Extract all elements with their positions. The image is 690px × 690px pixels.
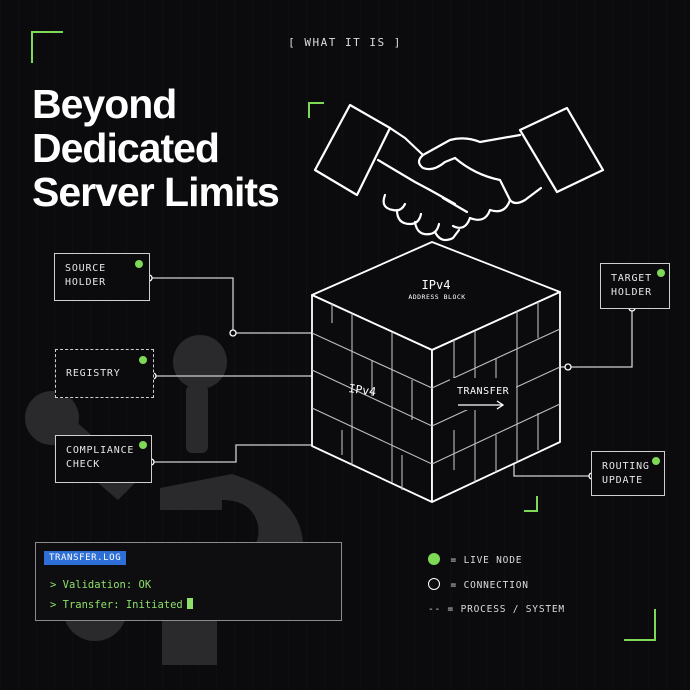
cube-left-label: IPv4 xyxy=(348,381,377,399)
cube-transfer-label-group: TRANSFER xyxy=(450,378,516,410)
live-node-indicator xyxy=(139,441,147,449)
log-line-validation: > Validation: OK xyxy=(50,579,151,591)
node-target-holder-label: TARGET HOLDER xyxy=(611,273,652,298)
cube-top-label: IPv4 xyxy=(422,278,451,292)
legend-live-node: = LIVE NODE xyxy=(428,553,522,566)
transfer-log-panel: TRANSFER.LOG > Validation: OK > Transfer… xyxy=(35,542,342,621)
connector-source-holder xyxy=(149,277,312,334)
connection-point-source-cube xyxy=(229,329,237,337)
node-routing-update-label: ROUTING UPDATE xyxy=(602,461,650,486)
node-target-holder: TARGET HOLDER xyxy=(600,263,670,309)
log-line-transfer-text: > Transfer: Initiated xyxy=(50,599,183,611)
title-line-3: Server Limits xyxy=(32,169,280,215)
legend-process: -- = PROCESS / SYSTEM xyxy=(428,604,565,615)
node-registry-label: REGISTRY xyxy=(66,368,121,379)
cube-top-sublabel: ADDRESS BLOCK xyxy=(408,293,465,301)
live-node-indicator xyxy=(657,269,665,277)
title-line-2: Dedicated xyxy=(32,125,220,171)
title-line-1: Beyond xyxy=(32,81,177,127)
corner-bracket-handshake xyxy=(308,102,324,118)
arrow-right-icon xyxy=(458,400,505,410)
node-routing-update: ROUTING UPDATE xyxy=(591,451,665,496)
log-line-validation-text: > Validation: OK xyxy=(50,579,152,591)
legend-live-node-label: = LIVE NODE xyxy=(450,555,523,566)
corner-bracket-bottom-right xyxy=(624,609,656,641)
page-title: Beyond Dedicated Server Limits xyxy=(32,82,352,214)
live-node-indicator xyxy=(139,356,147,364)
connection-point-target-cube xyxy=(564,363,572,371)
transfer-log-tag: TRANSFER.LOG xyxy=(44,551,127,565)
node-compliance-check: COMPLIANCE CHECK xyxy=(55,435,152,483)
corner-bracket-cube xyxy=(524,496,538,512)
legend-connection-label: = CONNECTION xyxy=(450,580,529,591)
live-node-indicator xyxy=(135,260,143,268)
node-compliance-check-label: COMPLIANCE CHECK xyxy=(66,445,135,470)
cube-right-label: TRANSFER xyxy=(457,386,510,397)
live-node-legend-icon xyxy=(428,553,440,565)
live-node-indicator xyxy=(652,457,660,465)
log-line-transfer: > Transfer: Initiated xyxy=(50,598,193,611)
legend-process-label: -- = PROCESS / SYSTEM xyxy=(428,604,565,615)
connector-compliance xyxy=(151,444,312,463)
handshake-icon xyxy=(313,103,605,242)
corner-bracket-top-left xyxy=(31,31,63,63)
legend-connection: = CONNECTION xyxy=(428,578,529,591)
cursor-icon xyxy=(186,598,193,609)
node-source-holder-label: SOURCE HOLDER xyxy=(65,263,106,288)
node-registry: REGISTRY xyxy=(55,349,154,398)
node-source-holder: SOURCE HOLDER xyxy=(54,253,150,301)
connection-legend-icon xyxy=(428,578,440,590)
section-eyebrow: [ WHAT IT IS ] xyxy=(288,36,402,49)
